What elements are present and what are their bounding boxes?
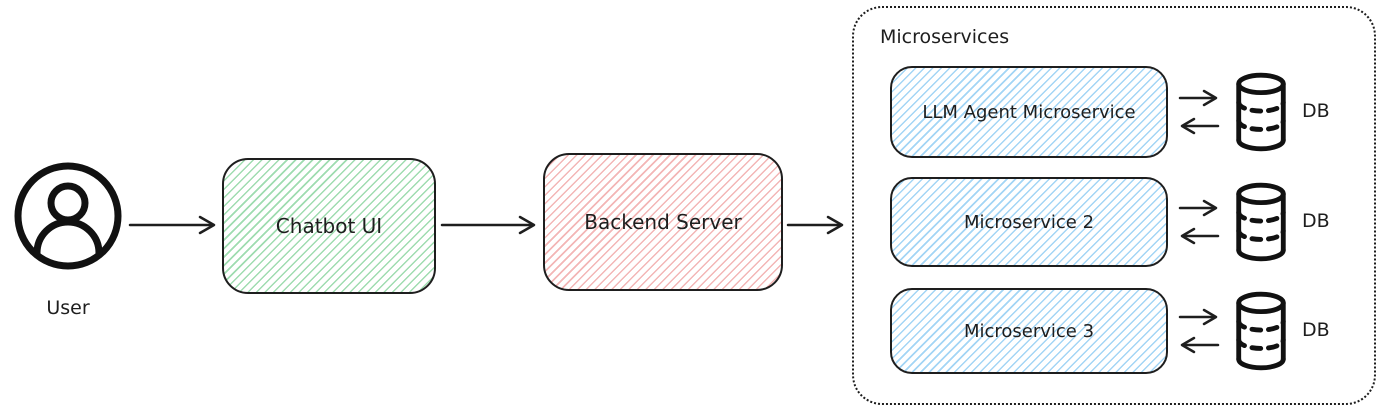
microservices-group-label: Microservices (880, 26, 1010, 48)
user-icon (14, 162, 122, 270)
database-icon-1 (1236, 72, 1286, 152)
arrow-db-to-service3 (1180, 336, 1220, 354)
arrow-backend-to-microservices (786, 215, 844, 235)
database-icon-2 (1236, 182, 1286, 262)
arrow-service1-to-db (1178, 89, 1218, 107)
backend-server-node: Backend Server (543, 153, 783, 291)
arrow-service2-to-db (1178, 199, 1218, 217)
service-label-llm-agent: LLM Agent Microservice (922, 101, 1136, 123)
database-icon-3 (1236, 291, 1286, 371)
backend-server-label: Backend Server (584, 210, 742, 234)
db-label-3: DB (1302, 319, 1330, 341)
db-label-2: DB (1302, 210, 1330, 232)
service-label-2: Microservice 2 (963, 211, 1095, 233)
microservices-group (852, 6, 1376, 405)
chatbot-ui-node: Chatbot UI (222, 158, 436, 294)
db-label-1: DB (1302, 100, 1330, 122)
arrow-service3-to-db (1178, 308, 1218, 326)
service-node-llm-agent: LLM Agent Microservice (890, 66, 1168, 158)
arrow-user-to-chatbot (128, 215, 216, 235)
arrow-db-to-service1 (1180, 117, 1220, 135)
chatbot-ui-label: Chatbot UI (275, 214, 383, 238)
arrow-db-to-service2 (1180, 227, 1220, 245)
service-label-3: Microservice 3 (963, 320, 1095, 342)
user-label: User (46, 297, 90, 319)
arrow-chatbot-to-backend (440, 215, 536, 235)
service-node-2: Microservice 2 (890, 177, 1168, 267)
service-node-3: Microservice 3 (890, 288, 1168, 374)
